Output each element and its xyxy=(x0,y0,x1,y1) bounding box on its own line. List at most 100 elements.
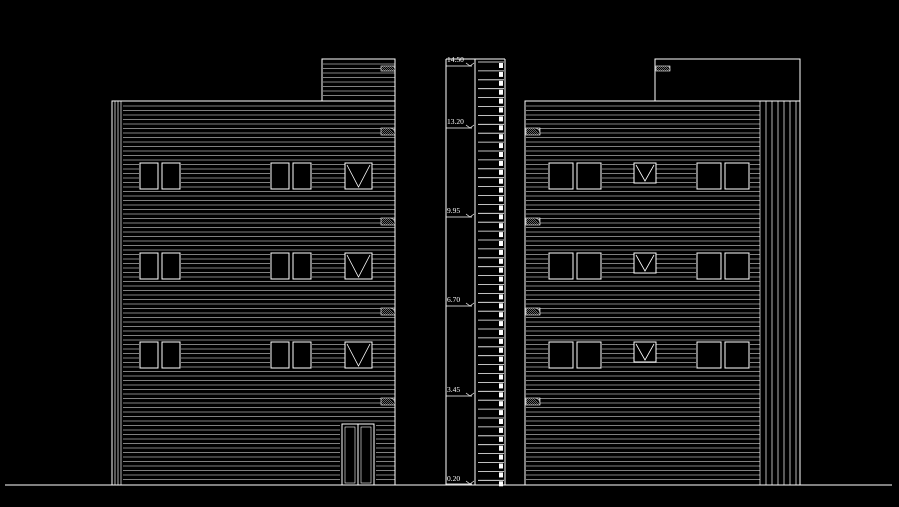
level-markers: 14.50 13.20 9.95 6.70 3.45 0.20 xyxy=(447,55,464,483)
vent-mark xyxy=(635,164,655,182)
window xyxy=(270,162,312,190)
hatch-stroke xyxy=(532,217,541,226)
stair-tread xyxy=(478,284,504,291)
vent-mark xyxy=(346,343,371,367)
hatch-stroke xyxy=(668,65,671,71)
window-pane xyxy=(576,252,602,280)
level-label-3-45: 3.45 xyxy=(447,385,460,394)
tread-nosing xyxy=(499,134,503,140)
hatch-stroke xyxy=(532,307,541,316)
stair-tread xyxy=(478,266,504,273)
window-pane xyxy=(696,252,722,280)
hatch-stroke xyxy=(525,400,531,406)
hatch-panel xyxy=(380,217,396,226)
window-pane xyxy=(548,341,574,369)
hatch-stroke xyxy=(385,65,392,72)
hatch-stroke xyxy=(538,397,541,405)
stair-tread xyxy=(478,301,504,309)
hatch-panel xyxy=(380,127,396,136)
window-pane xyxy=(139,341,159,369)
tread-nosing xyxy=(499,436,503,442)
hatch-stroke xyxy=(385,307,394,316)
door-leaf xyxy=(344,426,356,484)
stair-tread xyxy=(478,426,504,433)
hatch-stroke xyxy=(525,398,533,406)
tread-nosing xyxy=(499,267,503,273)
stair-tread xyxy=(478,195,504,202)
level-arrow xyxy=(465,302,475,307)
hatch-stroke xyxy=(393,397,396,405)
hatch-stroke xyxy=(530,127,539,136)
stair-tread xyxy=(478,203,504,211)
vent-frame xyxy=(633,252,657,274)
window-pane xyxy=(724,162,750,190)
hatch-stroke xyxy=(380,128,388,136)
hatch-stroke xyxy=(656,65,663,72)
right-facade-outline xyxy=(524,100,801,486)
hatch-stroke xyxy=(655,68,659,72)
hatch-stroke xyxy=(380,68,384,72)
window xyxy=(270,252,312,280)
stair-tread xyxy=(478,346,504,353)
vent-frame xyxy=(633,162,657,184)
window xyxy=(696,162,750,190)
hatch-stroke xyxy=(525,220,531,226)
tread-nosing xyxy=(499,374,503,380)
stair-tread xyxy=(478,435,504,442)
hatch-stroke xyxy=(525,128,533,136)
vent-frame xyxy=(344,341,373,369)
tread-nosing xyxy=(499,89,503,95)
hatch-stroke xyxy=(381,397,390,406)
tread-nosing xyxy=(499,258,503,264)
tread-nosing xyxy=(499,98,503,104)
tread-nosing xyxy=(499,303,503,309)
stair-tread xyxy=(478,239,504,246)
hatch-stroke xyxy=(658,65,665,72)
stair-tread xyxy=(478,230,504,238)
stair-tread xyxy=(478,177,504,184)
hatch-stroke xyxy=(525,218,533,226)
stair-tread xyxy=(478,159,504,166)
tread-nosing xyxy=(499,152,503,157)
vent-window xyxy=(633,341,657,363)
window-pane xyxy=(724,341,750,369)
tread-nosing xyxy=(499,205,503,211)
hatch-stroke xyxy=(380,398,388,406)
window-pane xyxy=(576,162,602,190)
stair-tread xyxy=(478,275,504,282)
hatch-stroke xyxy=(526,397,535,406)
stair-tread xyxy=(478,168,504,175)
tread-nosing xyxy=(499,392,503,398)
level-arrow xyxy=(465,480,475,485)
window-pane xyxy=(139,162,159,190)
stair-tread xyxy=(478,470,504,478)
tread-nosing xyxy=(499,463,503,469)
level-arrow xyxy=(465,124,475,129)
stair-tread xyxy=(478,79,504,86)
hatch-stroke xyxy=(383,307,392,316)
hatch-panel xyxy=(525,397,541,406)
hatch-stroke xyxy=(381,307,390,316)
level-label-0-20: 0.20 xyxy=(447,474,460,483)
window xyxy=(270,341,312,369)
hatch-panel xyxy=(380,307,396,316)
window-pane xyxy=(724,252,750,280)
hatch-panel xyxy=(380,397,396,406)
stair-tread xyxy=(478,373,504,380)
stair-tread xyxy=(478,248,504,255)
window xyxy=(696,341,750,369)
tread-nosing xyxy=(499,454,503,460)
hatch-stroke xyxy=(525,130,531,136)
tread-nosing xyxy=(499,80,503,86)
window-pane xyxy=(292,162,312,190)
hatch-stroke xyxy=(385,217,394,226)
tread-nosing xyxy=(499,321,503,327)
tread-nosing xyxy=(499,294,503,300)
hatch-stroke xyxy=(538,307,541,315)
hatch-stroke xyxy=(530,217,539,226)
hatch-stroke xyxy=(387,127,396,136)
stair-tread xyxy=(478,212,504,220)
hatch-stroke xyxy=(385,127,394,136)
hatch-stroke xyxy=(528,127,537,136)
window-pane xyxy=(161,162,181,190)
